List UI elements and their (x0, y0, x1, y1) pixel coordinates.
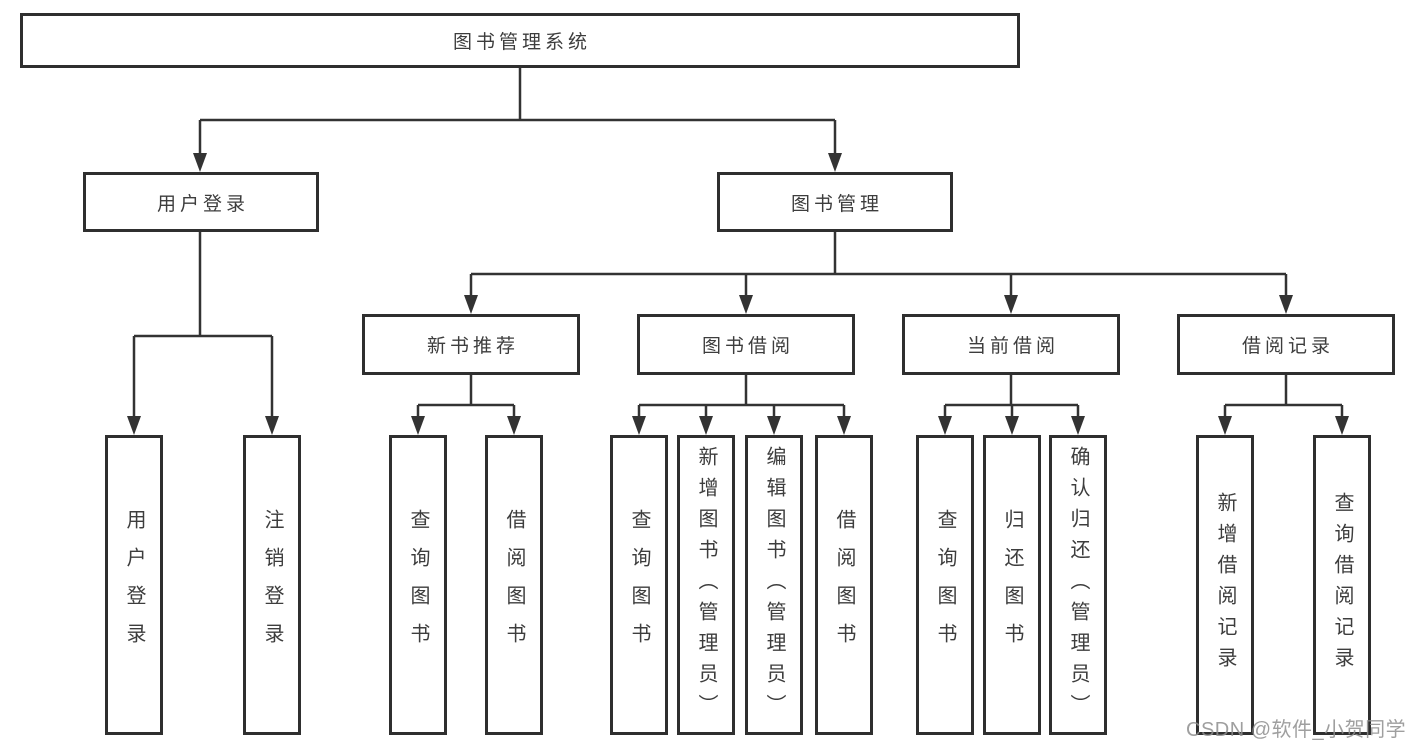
leaf-edit-books-admin: 编辑图书（管理员） (745, 435, 803, 735)
node-current-borrowing: 当前借阅 (902, 314, 1120, 375)
leaf-user-login-label: 用户登录 (123, 509, 145, 661)
leaf-confirm-return-admin: 确认归还（管理员） (1049, 435, 1107, 735)
leaf-confirm-return-admin-label: 确认归还（管理员） (1067, 445, 1089, 725)
leaf-logout-label: 注销登录 (261, 509, 283, 661)
leaf-query-books-1: 查询图书 (389, 435, 447, 735)
leaf-query-books-2-label: 查询图书 (628, 509, 650, 661)
leaf-query-books-3-label: 查询图书 (934, 509, 956, 661)
node-book-borrowing: 图书借阅 (637, 314, 855, 375)
leaf-logout: 注销登录 (243, 435, 301, 735)
leaf-query-books-3: 查询图书 (916, 435, 974, 735)
node-root: 图书管理系统 (20, 13, 1020, 68)
leaf-borrow-books-2-label: 借阅图书 (833, 509, 855, 661)
leaf-return-books: 归还图书 (983, 435, 1041, 735)
leaf-user-login: 用户登录 (105, 435, 163, 735)
leaf-query-books-2: 查询图书 (610, 435, 668, 735)
leaf-borrow-books-1-label: 借阅图书 (503, 509, 525, 661)
csdn-watermark: CSDN @软件_小贺同学 (1186, 719, 1405, 741)
node-book-management-label: 图书管理 (790, 193, 883, 215)
leaf-add-books-admin-label: 新增图书（管理员） (695, 445, 717, 725)
leaf-query-books-1-label: 查询图书 (407, 509, 429, 661)
node-book-borrowing-label: 图书借阅 (701, 336, 794, 357)
node-new-book-recommend: 新书推荐 (362, 314, 580, 375)
node-root-label: 图书管理系统 (452, 32, 591, 53)
node-user-login-label: 用户登录 (156, 193, 249, 215)
node-current-borrowing-label: 当前借阅 (966, 336, 1059, 357)
leaf-return-books-label: 归还图书 (1001, 509, 1023, 661)
node-new-book-recommend-label: 新书推荐 (426, 336, 519, 357)
node-borrowing-records: 借阅记录 (1177, 314, 1395, 375)
leaf-borrow-books-1: 借阅图书 (485, 435, 543, 735)
leaf-query-borrow-record-label: 查询借阅记录 (1331, 492, 1353, 678)
leaf-add-borrow-record: 新增借阅记录 (1196, 435, 1254, 735)
node-user-login: 用户登录 (83, 172, 319, 232)
node-borrowing-records-label: 借阅记录 (1241, 336, 1334, 357)
leaf-edit-books-admin-label: 编辑图书（管理员） (763, 445, 785, 725)
leaf-query-borrow-record: 查询借阅记录 (1313, 435, 1371, 735)
leaf-add-borrow-record-label: 新增借阅记录 (1214, 492, 1236, 678)
leaf-borrow-books-2: 借阅图书 (815, 435, 873, 735)
leaf-add-books-admin: 新增图书（管理员） (677, 435, 735, 735)
node-book-management: 图书管理 (717, 172, 953, 232)
